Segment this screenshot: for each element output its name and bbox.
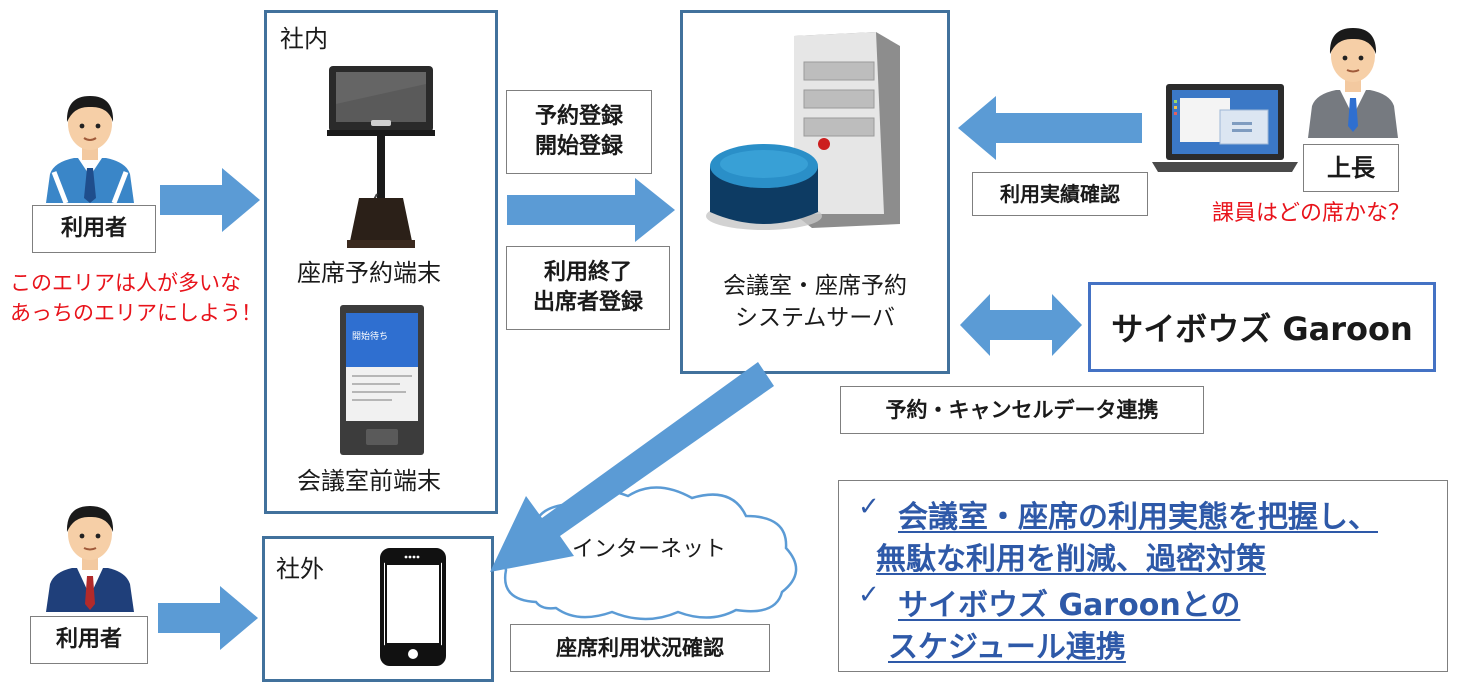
benefit2-line1: サイボウズ Garoonとの	[898, 588, 1241, 623]
boss-person-icon	[1308, 28, 1398, 138]
arrow-boss-to-server	[958, 96, 1142, 160]
garoon-box: サイボウズ Garoon	[1088, 282, 1436, 372]
server-caption: 会議室・座席予約 システムサーバ	[700, 270, 930, 334]
reserve-line2: 開始登録	[534, 134, 623, 159]
reserve-label: 予約登録開始登録	[506, 90, 652, 174]
outside-office-box	[262, 536, 494, 682]
tablet-screen-title: 開始待ち	[352, 330, 388, 342]
inside-title: 社内	[280, 25, 328, 53]
boss-label: 上長	[1303, 144, 1399, 192]
benefit1-line1: 会議室・座席の利用実態を把握し、	[898, 500, 1378, 535]
laptop-icon	[1152, 84, 1298, 172]
boss-thought: 課員はどの席かな？	[1212, 201, 1411, 226]
arrow-inside-to-server	[507, 178, 675, 242]
server-line2: システムサーバ	[734, 305, 896, 332]
server-line1: 会議室・座席予約	[723, 273, 907, 299]
user-label-top: 利用者	[32, 205, 156, 253]
user-thought-line1: このエリアは人が多いな	[10, 271, 241, 295]
finish-label: 利用終了出席者登録	[506, 246, 670, 330]
benefit1-line2: 無駄な利用を削減、過密対策	[876, 542, 1266, 577]
internet-label: インターネット	[572, 537, 727, 562]
seat-status-label: 座席利用状況確認	[510, 624, 770, 672]
server-icon	[706, 32, 900, 230]
check-icon: ✓	[858, 492, 880, 522]
meeting-room-tablet-icon: 開始待ち	[340, 305, 424, 455]
user-label-bottom: 利用者	[30, 616, 148, 664]
terminal2-label: 会議室前端末	[297, 467, 441, 495]
benefit2-line2: スケジュール連携	[888, 630, 1126, 665]
user-person-icon-bottom	[46, 506, 134, 612]
finish-line1: 利用終了	[543, 260, 632, 286]
finish-line2: 出席者登録	[532, 290, 643, 315]
usage-check-label: 利用実績確認	[972, 172, 1148, 216]
terminal1-label: 座席予約端末	[297, 259, 441, 287]
outside-title: 社外	[276, 555, 324, 583]
arrow-user-to-inside	[160, 168, 260, 232]
arrow-server-to-outside	[490, 362, 774, 572]
arrow-user-to-outside	[158, 586, 258, 650]
user-thought: このエリアは人が多いな あっちのエリアにしよう！	[10, 268, 262, 329]
arrow-server-garoon-bidirectional	[960, 294, 1082, 356]
smartphone-icon	[380, 548, 446, 666]
benefits-box	[838, 480, 1448, 672]
kiosk-terminal-icon	[327, 66, 435, 248]
user-thought-line2: あっちのエリアにしよう！	[10, 301, 262, 326]
reserve-line1: 予約登録	[534, 104, 623, 130]
check-icon: ✓	[858, 580, 880, 610]
sync-label: 予約・キャンセルデータ連携	[840, 386, 1204, 434]
user-person-icon	[46, 96, 134, 204]
